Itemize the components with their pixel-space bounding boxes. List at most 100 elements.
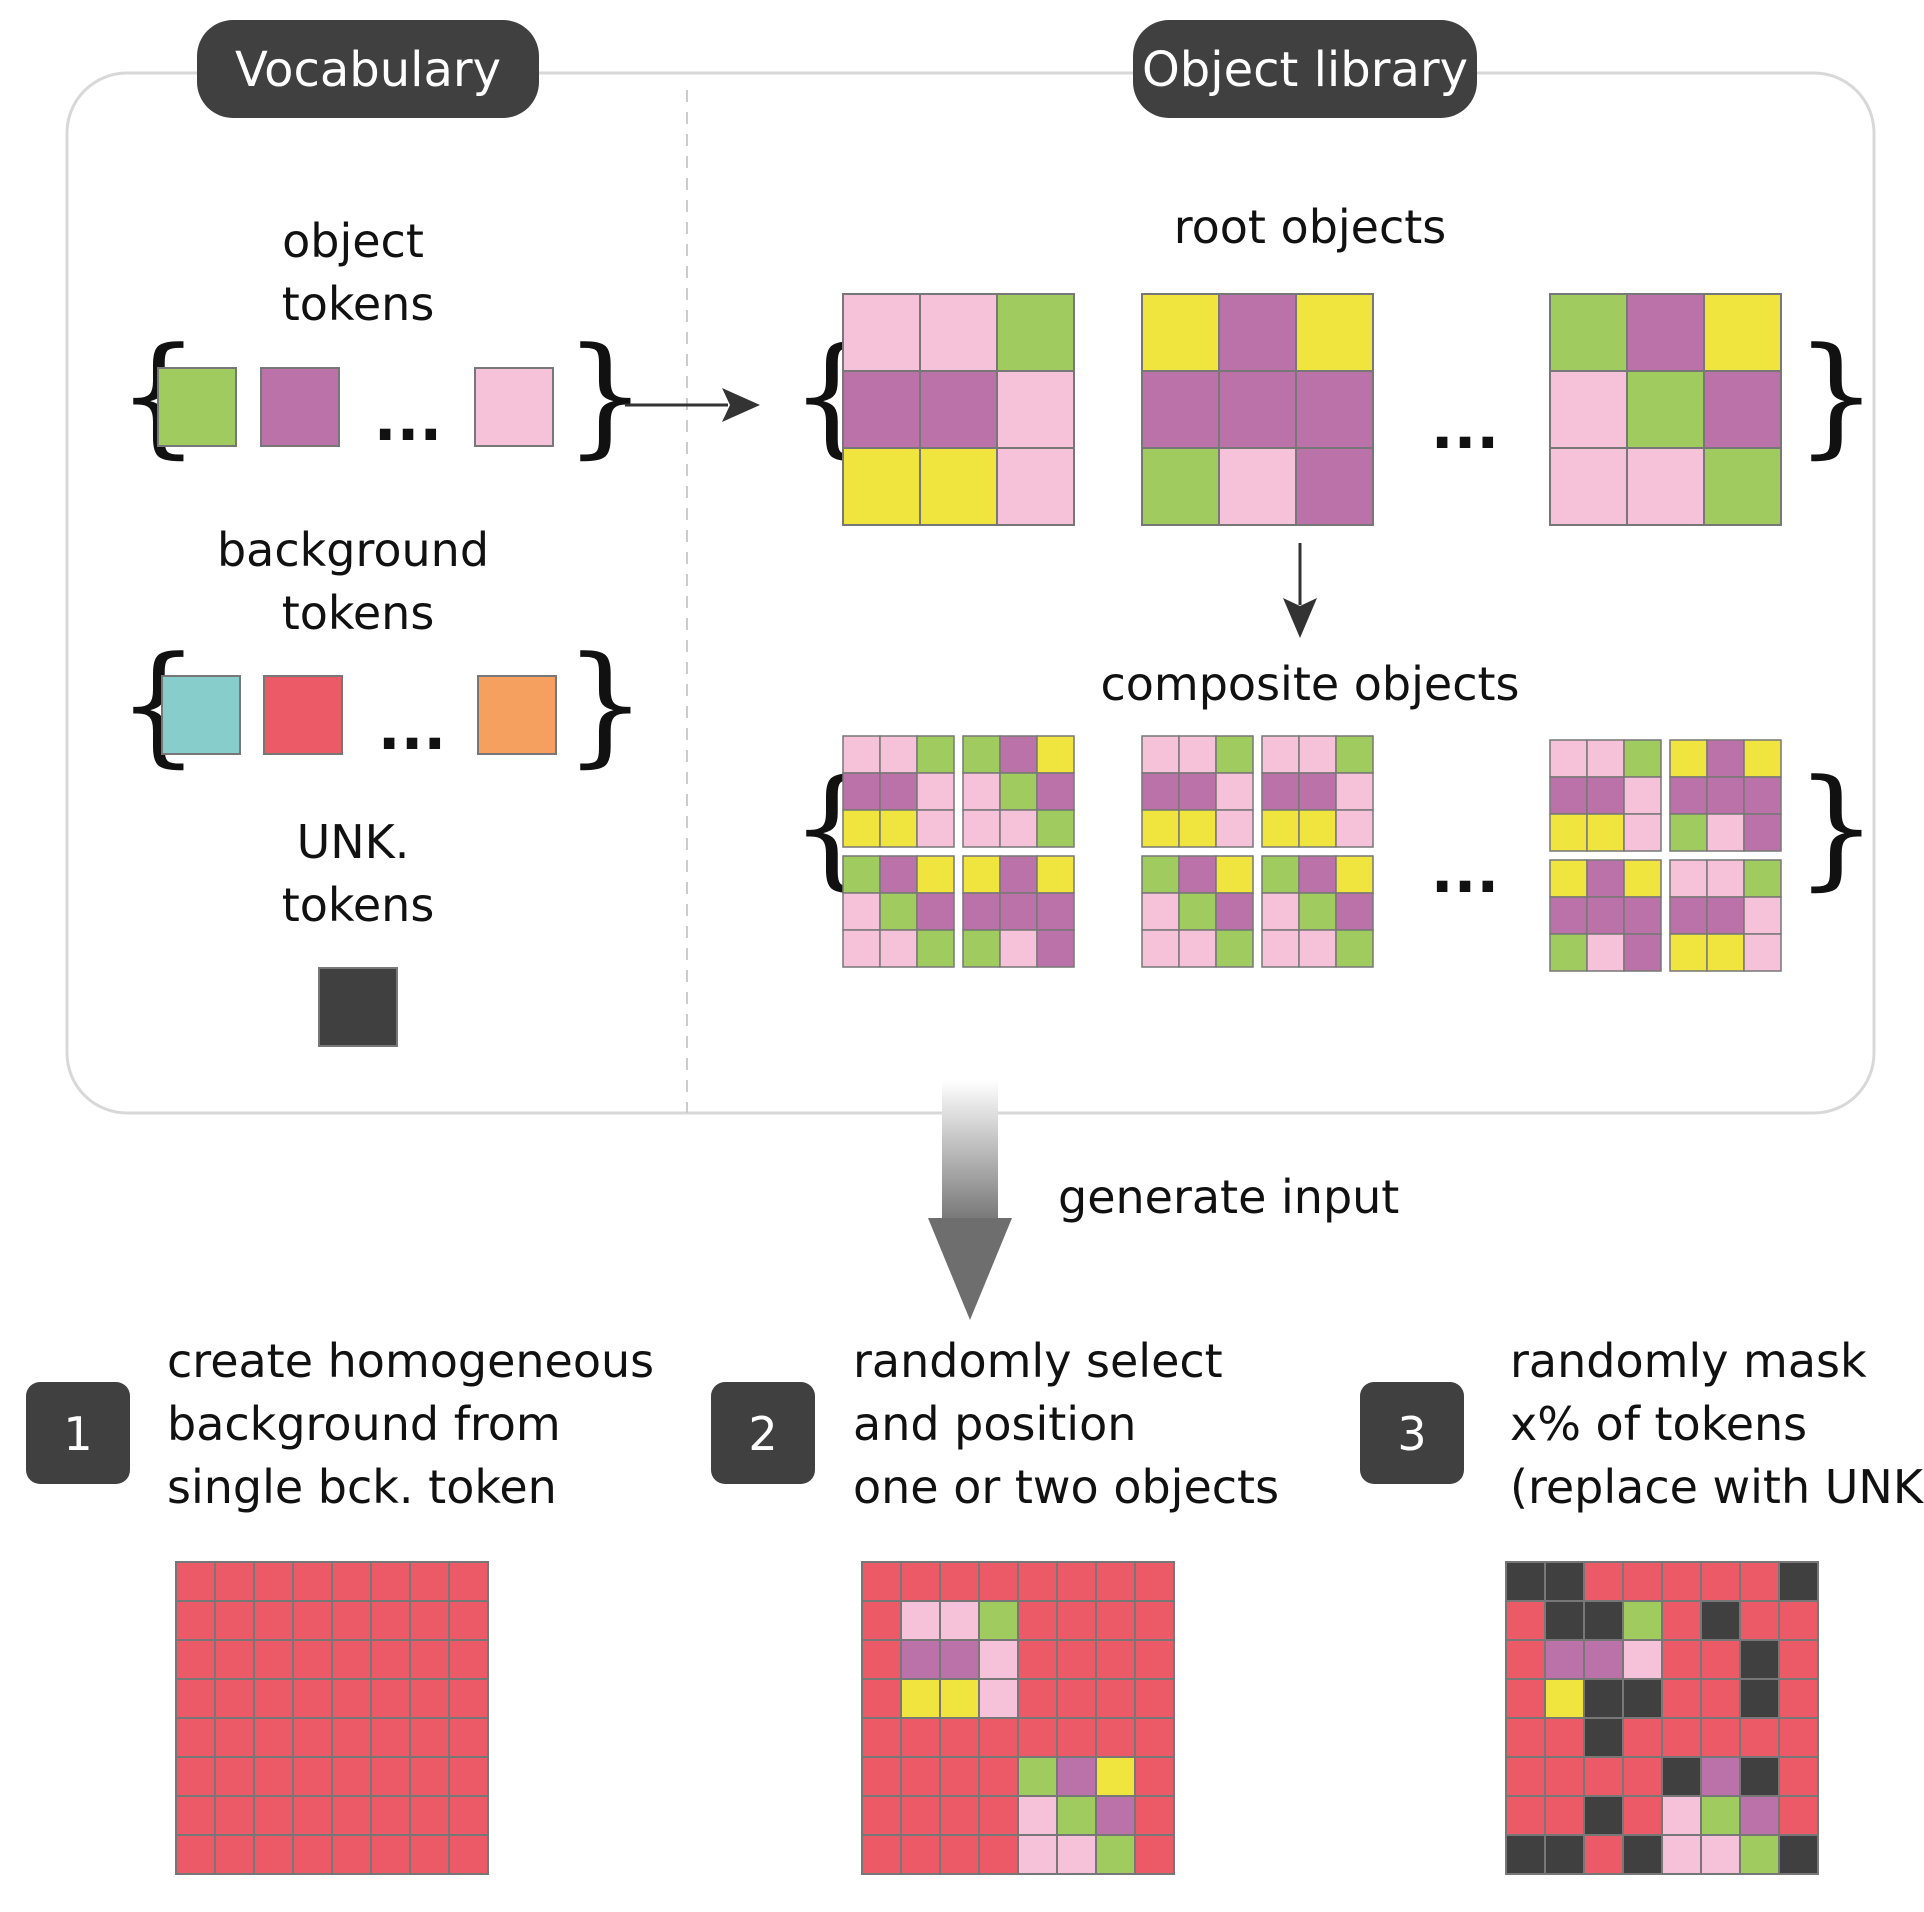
composite-object-cell [1669, 813, 1708, 852]
composite-object-cell [1669, 776, 1708, 815]
composite-object-cell [1706, 813, 1745, 852]
composite-object-cell [879, 772, 918, 811]
root-object-cell [1218, 370, 1297, 449]
grid-cell [1017, 1717, 1058, 1758]
root-object-cell [1295, 293, 1374, 372]
grid-cell [1622, 1600, 1663, 1641]
composite-object-cell [1178, 855, 1217, 894]
composite-sub-object [1669, 859, 1782, 972]
composite-object-cell [1586, 739, 1625, 778]
grid-cell [370, 1639, 411, 1680]
grid-cell [409, 1717, 450, 1758]
composite-object-cell [1215, 855, 1254, 894]
composite-object-cell [1215, 929, 1254, 968]
composite-object-cell [1215, 735, 1254, 774]
composite-object-cell [1141, 929, 1180, 968]
grid-cell [1778, 1639, 1819, 1680]
grid-cell [1056, 1795, 1097, 1836]
grid-cell [1095, 1639, 1136, 1680]
grid-cell [370, 1834, 411, 1875]
composite-object-cell [962, 809, 1001, 848]
background-token [477, 675, 557, 755]
grid-cell [1700, 1561, 1741, 1602]
grid-cell [861, 1678, 902, 1719]
grid-cell [448, 1639, 489, 1680]
grid-cell [1544, 1834, 1585, 1875]
composite-object-cell [1743, 896, 1782, 935]
grid-cell [1544, 1717, 1585, 1758]
composite-object-cell [1215, 892, 1254, 931]
grid-cell [1739, 1600, 1780, 1641]
grid-cell [409, 1600, 450, 1641]
arrow-to-composite [1283, 543, 1317, 638]
grid-cell [861, 1717, 902, 1758]
composite-sub-object [842, 855, 955, 968]
step-text-line: (replace with UNK) [1510, 1460, 1924, 1514]
grid-cell [370, 1678, 411, 1719]
grid-cell [253, 1561, 294, 1602]
grid-cell [370, 1717, 411, 1758]
grid-cell [1017, 1834, 1058, 1875]
composite-object-cell [1623, 933, 1662, 972]
grid-cell [978, 1639, 1019, 1680]
step-number: 3 [1397, 1407, 1426, 1461]
composite-object-cell [962, 929, 1001, 968]
root-object [1549, 293, 1782, 526]
grid-cell [1095, 1561, 1136, 1602]
composite-object-cell [916, 892, 955, 931]
grid-cell [939, 1717, 980, 1758]
composite-object-cell [1141, 892, 1180, 931]
ellipsis: ... [1431, 837, 1499, 907]
grid-cell [1583, 1600, 1624, 1641]
composite-object-cell [1261, 892, 1300, 931]
right-brace: } [1795, 751, 1878, 903]
composite-object [1549, 739, 1782, 972]
ellipsis: ... [374, 385, 442, 455]
root-object-cell [919, 447, 998, 526]
composite-object-cell [879, 809, 918, 848]
grid-cell [214, 1756, 255, 1797]
grid-cell [861, 1795, 902, 1836]
composite-object-cell [1669, 859, 1708, 898]
step-text-line: randomly mask [1510, 1334, 1867, 1388]
grid-cell [1700, 1717, 1741, 1758]
grid-cell [1056, 1600, 1097, 1641]
grid-cell [370, 1600, 411, 1641]
composite-object-cell [1743, 739, 1782, 778]
composite-object-cell [1586, 933, 1625, 972]
grid-cell [214, 1717, 255, 1758]
composite-sub-object [1261, 855, 1374, 968]
composite-object-cell [1623, 739, 1662, 778]
grid-cell [1700, 1600, 1741, 1641]
ellipsis: ... [378, 694, 446, 764]
composite-object-cell [1549, 813, 1588, 852]
grid-cell [861, 1561, 902, 1602]
grid-cell [292, 1639, 333, 1680]
grid-cell [1134, 1834, 1175, 1875]
composite-object-cell [879, 855, 918, 894]
composite-object-cell [1623, 896, 1662, 935]
grid-cell [1056, 1834, 1097, 1875]
composite-object-cell [842, 855, 881, 894]
grid-cell [292, 1678, 333, 1719]
root-object-cell [1703, 293, 1782, 372]
grid-cell [1778, 1834, 1819, 1875]
grid-cell [900, 1678, 941, 1719]
composite-object-cell [842, 809, 881, 848]
grid-cell [939, 1678, 980, 1719]
grid-cell [292, 1600, 333, 1641]
grid-cell [1505, 1756, 1546, 1797]
composite-object-cell [1335, 735, 1374, 774]
grid-cell [1583, 1678, 1624, 1719]
composite-object-cell [1549, 859, 1588, 898]
grid-cell [253, 1678, 294, 1719]
grid-cell [900, 1639, 941, 1680]
object-token [474, 367, 554, 447]
grid-cell [409, 1678, 450, 1719]
root-object-cell [1141, 370, 1220, 449]
composite-object-cell [1036, 892, 1075, 931]
grid-cell [1095, 1795, 1136, 1836]
composite-object-cell [1036, 809, 1075, 848]
grid-cell [331, 1717, 372, 1758]
root-object-cell [1703, 370, 1782, 449]
